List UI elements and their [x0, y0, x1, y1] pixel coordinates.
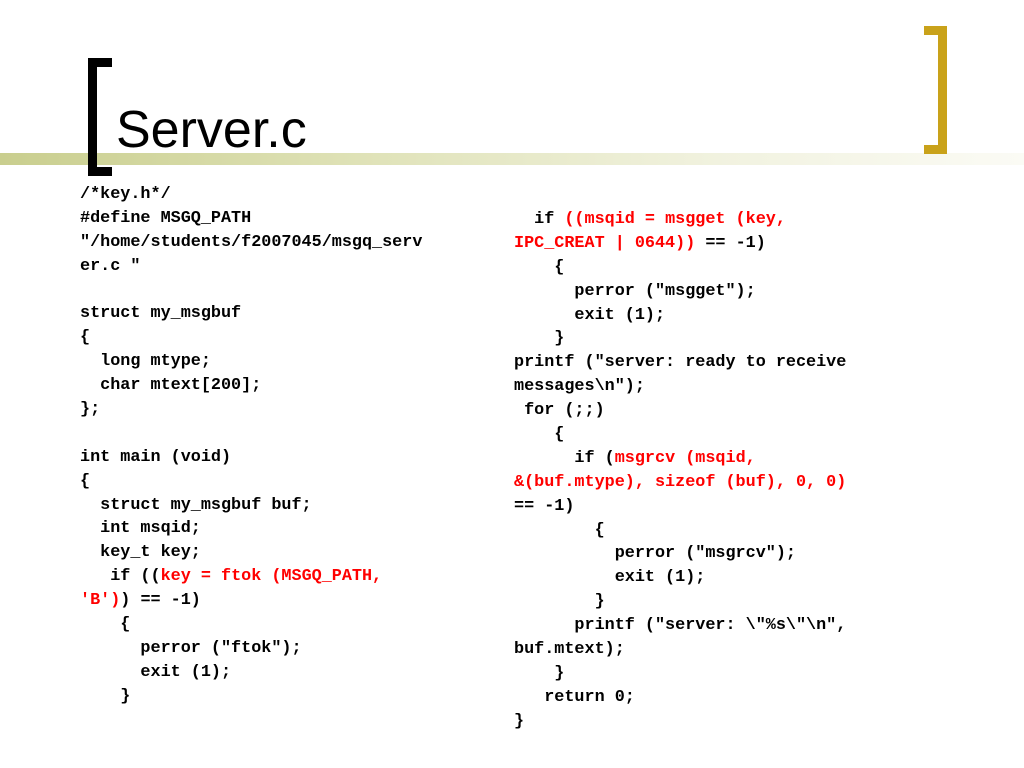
title-underline-bar	[0, 153, 1024, 165]
code-text: if (	[514, 448, 615, 468]
code-line: exit (1);	[80, 661, 422, 685]
code-text: {	[514, 257, 565, 277]
code-text: {	[514, 425, 565, 445]
code-line	[80, 422, 422, 446]
code-line: }	[514, 662, 846, 686]
code-text: "/home/students/f2007045/msgq_serv	[80, 232, 423, 252]
left-bracket-decoration	[88, 58, 112, 176]
code-text: }	[514, 711, 525, 731]
code-text: exit (1);	[514, 568, 706, 588]
code-line: {	[514, 423, 846, 447]
code-line: };	[80, 398, 422, 422]
code-line: }	[80, 685, 422, 709]
code-line: return 0;	[514, 686, 846, 710]
code-line: if (msgrcv (msqid,	[514, 447, 846, 471]
code-line: {	[80, 470, 422, 494]
code-line: == -1)	[514, 495, 846, 519]
code-line: 'B')) == -1)	[80, 589, 422, 613]
code-line: printf ("server: ready to receive	[514, 351, 846, 375]
code-text: for (;;)	[514, 401, 605, 421]
code-text: perror ("ftok");	[80, 638, 302, 658]
code-text: /*key.h*/	[80, 185, 171, 204]
code-line: {	[80, 326, 422, 350]
code-text: == -1)	[514, 496, 575, 516]
code-text: exit (1);	[80, 662, 232, 682]
code-line: exit (1);	[514, 566, 846, 590]
code-line: "/home/students/f2007045/msgq_serv	[80, 231, 422, 255]
code-line: key_t key;	[80, 541, 422, 565]
code-line: {	[514, 519, 846, 543]
code-highlight: ((msqid = msgget (key,	[564, 210, 786, 229]
code-text: }	[514, 663, 565, 683]
code-text: key_t key;	[80, 543, 201, 563]
code-line: }	[514, 590, 846, 614]
code-text: perror ("msgrcv");	[514, 544, 796, 564]
code-line: int main (void)	[80, 446, 422, 470]
code-line: #define MSGQ_PATH	[80, 207, 422, 231]
code-line: exit (1);	[514, 304, 846, 328]
code-text: }	[514, 329, 565, 349]
code-text: messages\n");	[514, 377, 645, 397]
code-highlight: &(buf.mtype), sizeof (buf), 0, 0)	[514, 472, 847, 492]
code-line: messages\n");	[514, 375, 846, 399]
code-text: }	[80, 686, 131, 706]
code-text: char mtext[200];	[80, 376, 262, 396]
code-line: IPC_CREAT | 0644)) == -1)	[514, 232, 846, 256]
code-text: == -1)	[695, 233, 766, 253]
code-line: perror ("ftok");	[80, 637, 422, 661]
code-line: struct my_msgbuf	[80, 302, 422, 326]
code-text: printf ("server: ready to receive	[514, 353, 847, 373]
code-text: {	[80, 328, 91, 348]
code-line: for (;;)	[514, 399, 846, 423]
code-line: if ((key = ftok (MSGQ_PATH,	[80, 565, 422, 589]
code-text: exit (1);	[514, 305, 666, 325]
code-text: {	[514, 520, 605, 540]
code-text: }	[514, 592, 605, 612]
code-line: {	[514, 256, 846, 280]
code-line: /*key.h*/	[80, 183, 422, 207]
code-text: int main (void)	[80, 447, 232, 467]
code-line: long mtype;	[80, 350, 422, 374]
code-line: er.c "	[80, 255, 422, 279]
code-text: if ((	[80, 567, 161, 587]
code-highlight: key = ftok (MSGQ_PATH,	[160, 567, 383, 587]
code-line: perror ("msgget");	[514, 280, 846, 304]
code-text: printf ("server: \"%s\"\n",	[514, 616, 847, 636]
code-highlight: IPC_CREAT | 0644))	[514, 233, 696, 253]
code-line: &(buf.mtype), sizeof (buf), 0, 0)	[514, 471, 846, 495]
code-line: buf.mtext);	[514, 638, 846, 662]
code-text: struct my_msgbuf	[80, 304, 242, 324]
code-line: int msqid;	[80, 517, 422, 541]
slide-title: Server.c	[116, 101, 307, 159]
code-highlight: msgrcv (msqid,	[614, 448, 756, 468]
code-text: perror ("msgget");	[514, 281, 756, 301]
code-line	[80, 279, 422, 303]
code-line: if ((msqid = msgget (key,	[514, 208, 846, 232]
code-text: {	[80, 471, 91, 491]
code-line: struct my_msgbuf buf;	[80, 494, 422, 518]
code-line: printf ("server: \"%s\"\n",	[514, 614, 846, 638]
code-line: char mtext[200];	[80, 374, 422, 398]
code-text: return 0;	[514, 687, 635, 707]
code-text: struct my_msgbuf buf;	[80, 495, 312, 515]
code-line: {	[80, 613, 422, 637]
code-text: };	[80, 400, 101, 420]
code-text: ) == -1)	[120, 591, 201, 611]
code-line: }	[514, 327, 846, 351]
code-text: er.c "	[80, 256, 141, 276]
code-line: perror ("msgrcv");	[514, 542, 846, 566]
code-block-left: /*key.h*/ #define MSGQ_PATH "/home/student…	[80, 183, 422, 709]
code-text: #define MSGQ_PATH	[80, 208, 252, 228]
right-bracket-decoration	[924, 26, 947, 154]
code-text: long mtype;	[80, 352, 211, 372]
code-text: int msqid;	[80, 519, 201, 539]
code-highlight: 'B')	[80, 591, 121, 611]
code-text: {	[80, 615, 131, 635]
code-text: buf.mtext);	[514, 640, 625, 660]
code-block-right: if ((msqid = msgget (key,IPC_CREAT | 064…	[514, 208, 846, 734]
code-text: if	[514, 210, 565, 229]
code-line: }	[514, 710, 846, 734]
